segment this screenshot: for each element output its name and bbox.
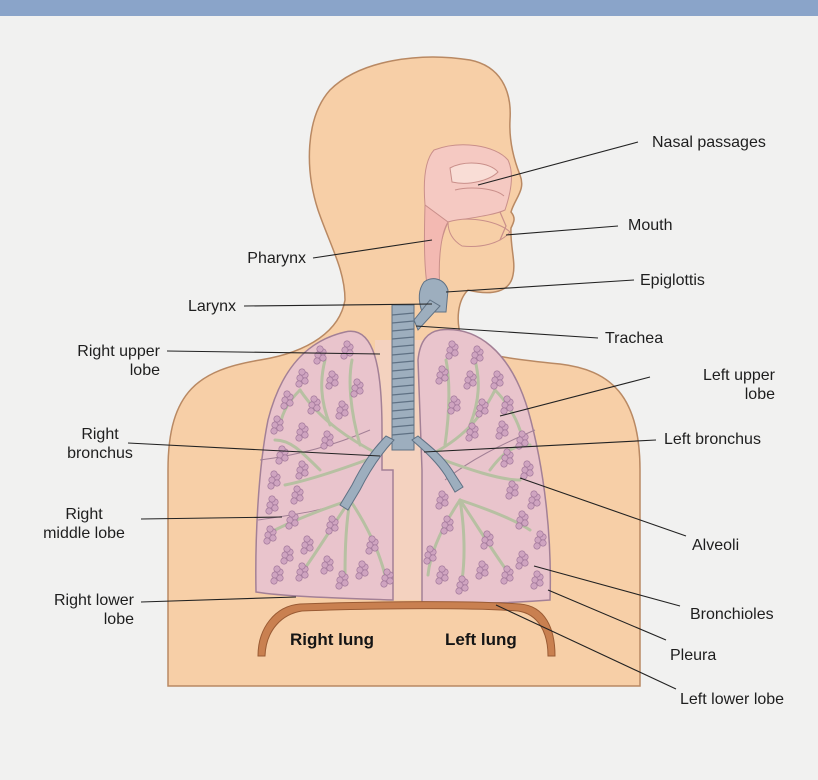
label-trachea: Trachea — [605, 329, 663, 348]
label-right-bronchus: Right bronchus — [60, 425, 140, 463]
label-left-upper-lobe-line2: lobe — [745, 386, 775, 403]
label-right-bronchus-line2: bronchus — [67, 445, 133, 462]
label-bronchioles: Bronchioles — [690, 605, 774, 624]
label-mouth: Mouth — [628, 216, 672, 235]
label-right-lung: Right lung — [290, 630, 374, 650]
label-left-upper-lobe-line1: Left upper — [703, 367, 775, 384]
label-right-upper-lobe: Right upper lobe — [40, 342, 160, 380]
label-right-upper-lobe-line1: Right upper — [77, 343, 160, 360]
label-left-lower-lobe: Left lower lobe — [680, 690, 784, 709]
label-epiglottis: Epiglottis — [640, 271, 705, 290]
label-larynx: Larynx — [170, 297, 236, 316]
label-right-lower-lobe-line2: lobe — [104, 611, 134, 628]
label-right-middle-lobe: Right middle lobe — [34, 505, 134, 543]
label-right-middle-lobe-line2: middle lobe — [43, 525, 125, 542]
label-right-upper-lobe-line2: lobe — [130, 362, 160, 379]
label-nasal-passages: Nasal passages — [652, 133, 766, 152]
label-pharynx: Pharynx — [220, 249, 306, 268]
label-right-middle-lobe-line1: Right — [65, 506, 102, 523]
label-left-upper-lobe: Left upper lobe — [640, 366, 775, 404]
label-left-lung: Left lung — [445, 630, 517, 650]
label-left-bronchus: Left bronchus — [664, 430, 761, 449]
label-alveoli: Alveoli — [692, 536, 739, 555]
label-right-lower-lobe-line1: Right lower — [54, 592, 134, 609]
label-pleura: Pleura — [670, 646, 716, 665]
label-right-bronchus-line1: Right — [81, 426, 118, 443]
label-right-lower-lobe: Right lower lobe — [30, 591, 134, 629]
